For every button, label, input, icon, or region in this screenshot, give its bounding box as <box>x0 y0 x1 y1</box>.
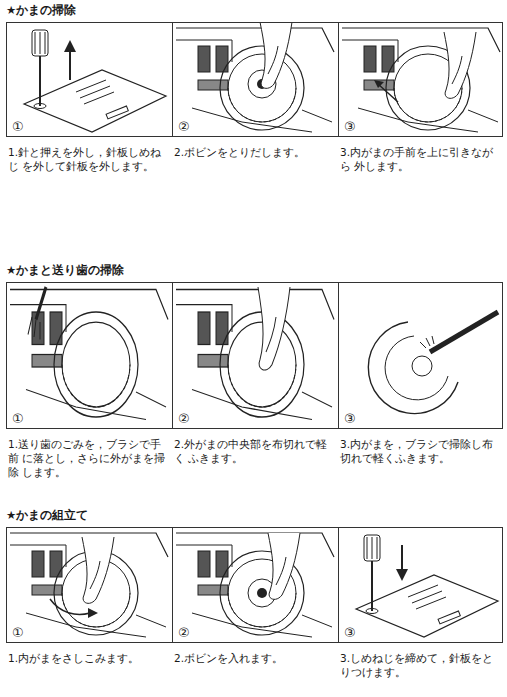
callout-number: ② <box>178 412 190 425</box>
step-panel: ②2.外がまの中央部を布切れで軽く ふきます。 <box>172 282 339 429</box>
step-panel: ①1.針と押えを外し，針板しめねじ を外して針板を外します。 <box>6 22 173 137</box>
callout-number: ② <box>178 120 190 133</box>
callout-number: ③ <box>344 412 356 425</box>
step-panel: ③3.内がまの手前を上に引きながら 外します。 <box>338 22 503 137</box>
callout-number: ② <box>178 626 190 639</box>
step-caption: 2.ボビンを入れます。 <box>174 651 336 665</box>
step-caption: 3.しめねじを締めて，針板をと りつけます。 <box>340 651 502 679</box>
callout-number: ① <box>12 120 24 133</box>
section-heading: ★かまと送り歯の掃除 <box>6 263 124 278</box>
section-heading: ★かまの組立て <box>6 508 88 523</box>
step-panel: ③3.しめねじを締めて，針板をと りつけます。 <box>338 527 503 643</box>
callout-number: ③ <box>344 626 356 639</box>
step-caption: 1.送り歯のごみを，ブラシで手前 に落とし，さらに外がまを掃除 します。 <box>8 437 170 479</box>
step-caption: 2.ボビンをとりだします。 <box>174 145 336 159</box>
step-panel: ①1.内がまをさしこみます。 <box>6 527 173 643</box>
callout-number: ③ <box>344 120 356 133</box>
step-caption: 3.内がまを，ブラシで掃除し布 切れで軽くふきます。 <box>340 437 502 465</box>
section-heading: ★かまの掃除 <box>6 3 76 18</box>
callout-number: ① <box>12 626 24 639</box>
step-caption: 2.外がまの中央部を布切れで軽く ふきます。 <box>174 437 336 465</box>
step-caption: 1.内がまをさしこみます。 <box>8 651 170 665</box>
step-caption: 1.針と押えを外し，針板しめねじ を外して針板を外します。 <box>8 145 170 173</box>
step-panel: ①1.送り歯のごみを，ブラシで手前 に落とし，さらに外がまを掃除 します。 <box>6 282 173 429</box>
step-panel: ②2.ボビンを入れます。 <box>172 527 339 643</box>
step-panel: ③3.内がまを，ブラシで掃除し布 切れで軽くふきます。 <box>338 282 503 429</box>
callout-number: ① <box>12 412 24 425</box>
step-panel: ②2.ボビンをとりだします。 <box>172 22 339 137</box>
step-caption: 3.内がまの手前を上に引きながら 外します。 <box>340 145 502 173</box>
